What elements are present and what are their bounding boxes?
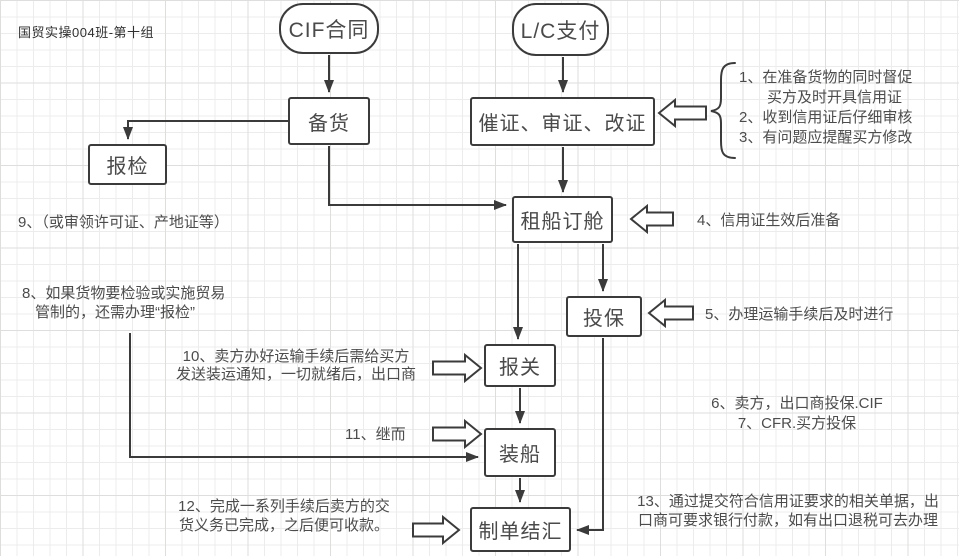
- connector-insure-to-settlement: [576, 338, 604, 535]
- block-arrow-right-note11-icon: [432, 418, 483, 450]
- note-9: 9、（或审领许可证、产地证等）: [18, 214, 229, 231]
- node-shipment: 装船: [484, 428, 556, 477]
- node-label: 报关: [499, 357, 541, 379]
- note-line: 2、收到信用证后仔细审核: [739, 109, 913, 126]
- block-arrow-right-note12-icon: [412, 514, 461, 546]
- block-arrow-left-note5-icon: [647, 297, 694, 329]
- note-line: 6、卖方，出口商投保.CIF: [711, 395, 883, 412]
- node-label: 租船订舱: [520, 211, 605, 233]
- note-line: 买方及时开具信用证: [767, 89, 903, 106]
- note-11: 11、继而: [345, 426, 406, 443]
- node-charter-booking: 租船订舱: [512, 196, 613, 243]
- node-label: 备货: [308, 112, 350, 135]
- note-10: 10、卖方办好运输手续后需给买方 发送装运通知，一切就绪后，出口商: [162, 348, 430, 384]
- note-1-2-3: 1、在准备货物的同时督促 买方及时开具信用证 2、收到信用证后仔细审核 3、有问…: [739, 68, 912, 148]
- note-line: 7、CFR.买方投保: [737, 415, 857, 432]
- node-inspection: 报检: [88, 144, 167, 185]
- note-line: 8、如果货物要检验或实施贸易: [22, 285, 226, 302]
- node-cif-contract: CIF合同: [279, 3, 379, 54]
- node-prepare-goods: 备货: [288, 97, 370, 145]
- block-arrow-left-note4-icon: [629, 203, 674, 235]
- note-line: 发送装运通知，一切就绪后，出口商: [175, 366, 416, 383]
- block-arrow-left-notes123-icon: [657, 97, 707, 129]
- node-label: 制单结汇: [478, 521, 563, 543]
- note-line: 1、在准备货物的同时督促: [739, 69, 913, 86]
- curly-brace-icon: [710, 62, 736, 159]
- node-label: 装船: [499, 444, 541, 466]
- page-title: 国贸实操004班-第十组: [18, 25, 155, 40]
- connector-prepare-to-charter: [328, 146, 507, 210]
- note-line: 管制的，还需办理“报检”: [35, 304, 195, 321]
- note-5: 5、办理运输手续后及时进行: [705, 306, 894, 323]
- node-label: 投保: [583, 308, 625, 330]
- note-13: 13、通过提交符合信用证要求的相关单据，出 口商可要求银行付款，如有出口退税可去…: [614, 492, 959, 530]
- note-line: 12、完成一系列手续后卖方的交: [178, 498, 390, 515]
- node-label: CIF合同: [288, 18, 370, 42]
- node-label: L/C支付: [520, 19, 601, 43]
- block-arrow-right-note10-icon: [432, 352, 483, 384]
- note-line: 10、卖方办好运输手续后需给买方: [182, 348, 410, 365]
- note-line: 13、通过提交符合信用证要求的相关单据，出: [637, 493, 939, 510]
- note-line: 3、有问题应提醒买方修改: [739, 129, 913, 146]
- note-line: 货义务已完成，之后便可收款。: [178, 517, 389, 534]
- connector-prepare-to-inspection: [123, 120, 289, 140]
- note-6-7: 6、卖方，出口商投保.CIF 7、CFR.买方投保: [688, 394, 906, 434]
- node-label: 报检: [106, 156, 149, 178]
- node-insure: 投保: [566, 296, 642, 337]
- note-8: 8、如果货物要检验或实施贸易 管制的，还需办理“报检”: [22, 284, 225, 322]
- note-12: 12、完成一系列手续后卖方的交 货义务已完成，之后便可收款。: [170, 497, 398, 535]
- node-docs-settlement: 制单结汇: [470, 507, 571, 552]
- node-customs-declaration: 报关: [484, 344, 556, 387]
- note-4: 4、信用证生效后准备: [697, 212, 841, 229]
- node-lc-payment: L/C支付: [512, 3, 609, 56]
- node-urge-review-amend-lc: 催证、审证、改证: [470, 97, 655, 146]
- node-label: 催证、审证、改证: [478, 113, 647, 135]
- note-line: 口商可要求银行付款，如有出口退税可去办理: [637, 512, 938, 529]
- connector-note8-to-shipment: [129, 333, 479, 462]
